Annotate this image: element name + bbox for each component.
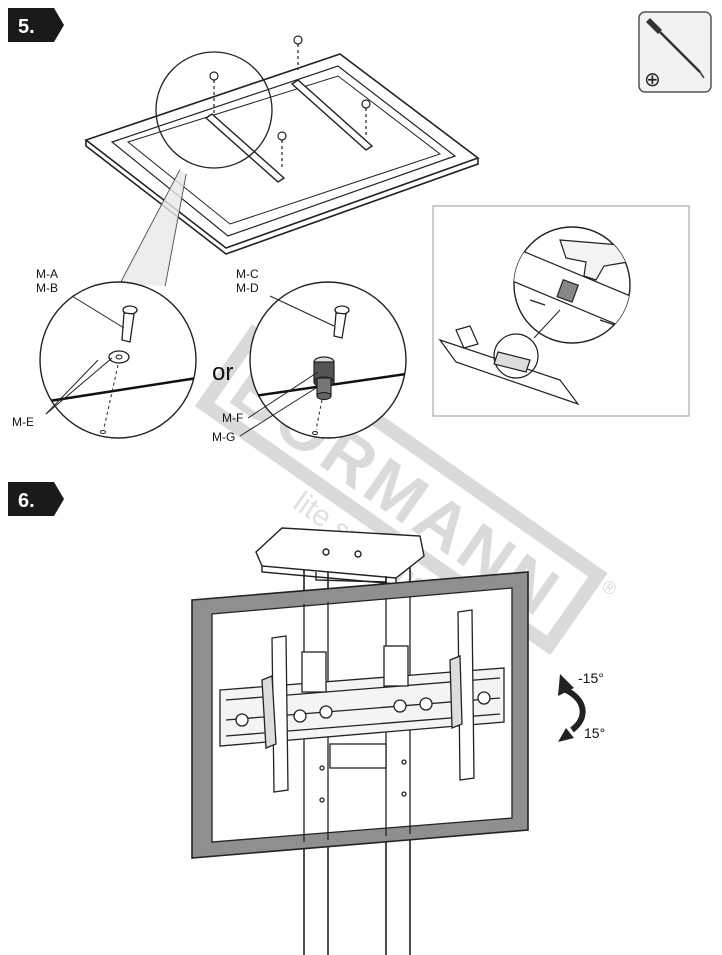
label-m-g: M-G xyxy=(212,430,235,444)
spacer-icon xyxy=(313,356,335,401)
part-labels: M-A M-B M-C M-D M-E M-F M-G xyxy=(12,267,259,444)
step-6-number: 6. xyxy=(18,490,35,512)
leader-lines xyxy=(45,295,335,437)
step-6-badge: 6. xyxy=(8,482,64,516)
phillips-cross-symbol: ⊕ xyxy=(644,67,661,91)
tilt-rotation-arrows-icon xyxy=(558,674,586,742)
label-m-b: M-B xyxy=(36,281,58,295)
tilt-down-label: 15° xyxy=(584,725,605,741)
bracket-detail-inset xyxy=(432,205,690,417)
label-m-d: M-D xyxy=(236,281,259,295)
label-m-f: M-F xyxy=(222,411,243,425)
label-m-c: M-C xyxy=(236,267,259,281)
label-m-e: M-E xyxy=(12,415,34,429)
or-separator: or xyxy=(212,359,233,386)
mounting-bracket xyxy=(219,609,505,793)
detail-circle-spacer xyxy=(249,281,407,439)
bolt-short-icon xyxy=(333,305,350,339)
screwdriver-tool-box: ⊕ xyxy=(638,11,712,93)
label-m-a: M-A xyxy=(36,267,58,281)
step-5-badge: 5. xyxy=(8,8,64,42)
av-shelf xyxy=(255,527,425,585)
mounting-arms-on-tv xyxy=(204,79,374,183)
step-5-number: 5. xyxy=(18,16,35,38)
bolt-long-icon xyxy=(121,305,138,343)
detail-circle-washer xyxy=(39,281,197,439)
detail-callout-circle xyxy=(155,51,273,169)
tv-screws xyxy=(209,35,371,170)
phillips-screwdriver-icon xyxy=(646,18,705,79)
tilt-up-label: -15° xyxy=(578,670,604,686)
